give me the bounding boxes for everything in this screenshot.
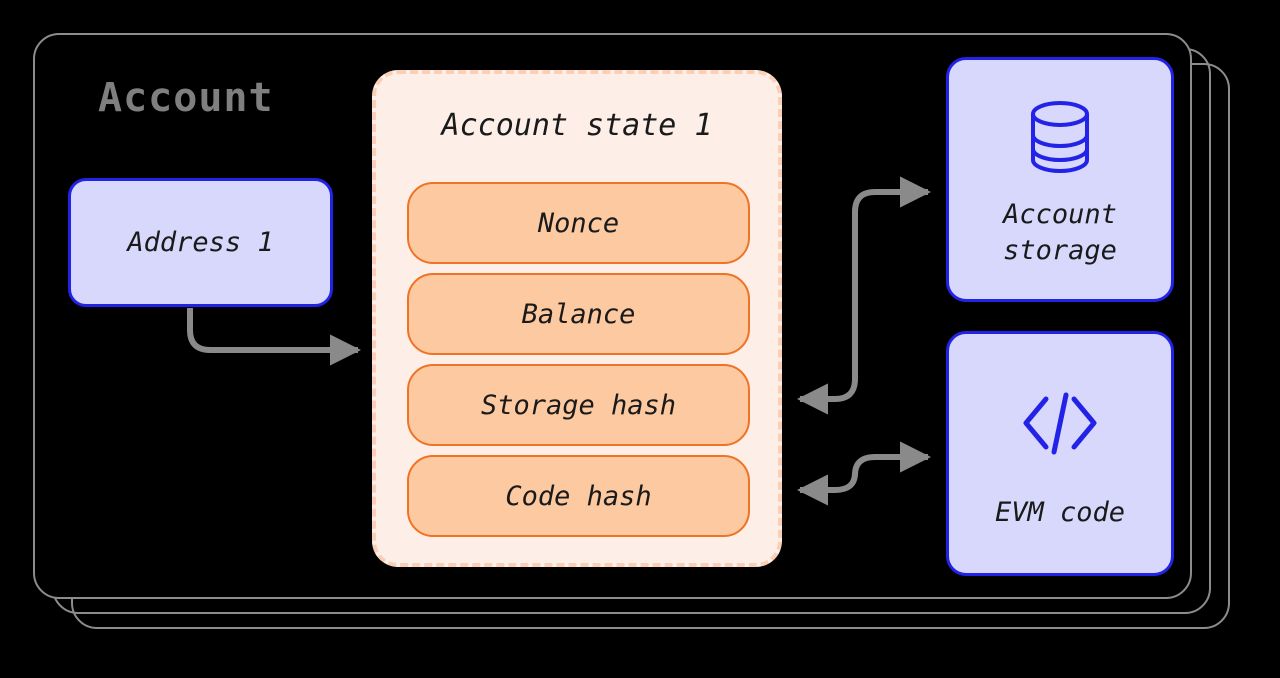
account-storage-label-line1: Account [1003,198,1117,230]
address-label: Address 1 [127,227,274,258]
evm-code-label-line1: EVM code [994,496,1126,528]
state-field-label: Storage hash [480,389,677,421]
state-field-label: Code hash [505,480,652,512]
state-field-nonce[interactable]: Nonce [407,182,750,264]
page-title: Account [98,75,274,121]
account-state-panel: Account state 1 Nonce Balance Storage ha… [372,70,782,567]
state-field-balance[interactable]: Balance [407,273,750,355]
account-storage-label: Account storage [1003,197,1117,268]
account-storage-label-line2: storage [1003,234,1117,266]
state-field-label: Balance [521,298,636,330]
code-icon [1020,377,1100,469]
account-state-field-list: Nonce Balance Storage hash Code hash [407,182,750,537]
database-icon [1029,91,1091,183]
account-storage-node[interactable]: Account storage [946,57,1174,302]
account-state-title: Account state 1 [441,108,713,143]
state-field-label: Nonce [537,207,620,239]
evm-code-node[interactable]: EVM code [946,331,1174,576]
evm-code-label: EVM code [995,495,1125,531]
state-field-code-hash[interactable]: Code hash [407,455,750,537]
address-node[interactable]: Address 1 [68,178,333,307]
state-field-storage-hash[interactable]: Storage hash [407,364,750,446]
